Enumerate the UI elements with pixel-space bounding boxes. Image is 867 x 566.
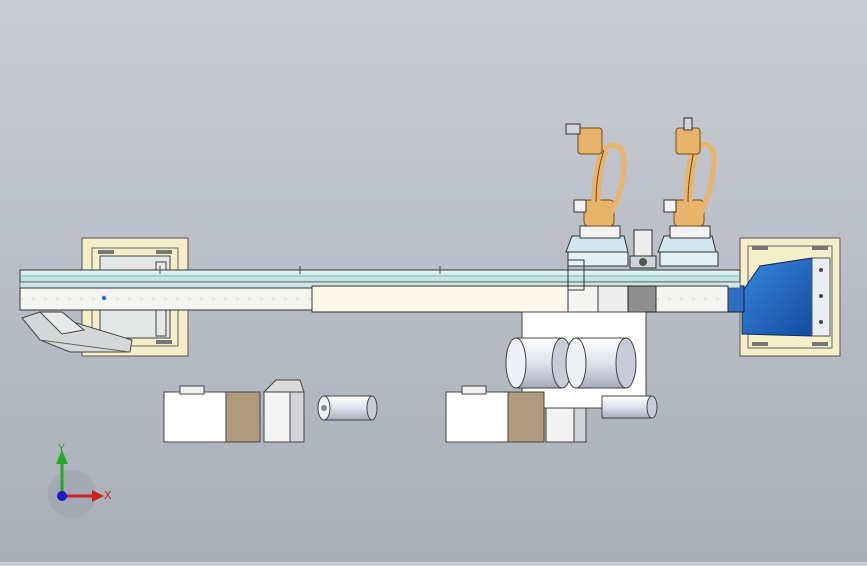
z-axis-dot [57,491,67,501]
inspection-fixture [629,229,657,269]
robot-arm-icon [657,117,719,267]
left-chute [21,311,133,353]
gas-tank [505,337,573,389]
gas-tank [565,337,637,389]
main-conveyor [19,266,741,313]
y-axis-label: Y [57,442,65,455]
cabinet-right [445,385,545,443]
blue-hopper [723,257,831,337]
robot-arm-icon [565,123,629,267]
gas-tank [317,395,378,421]
conveyor-guide [567,259,585,291]
coordinate-triad-icon: Y X [48,442,112,518]
gas-tank [601,395,658,419]
tank-group [317,337,658,421]
x-axis-label: X [104,489,112,502]
cabinet-left [163,379,305,443]
